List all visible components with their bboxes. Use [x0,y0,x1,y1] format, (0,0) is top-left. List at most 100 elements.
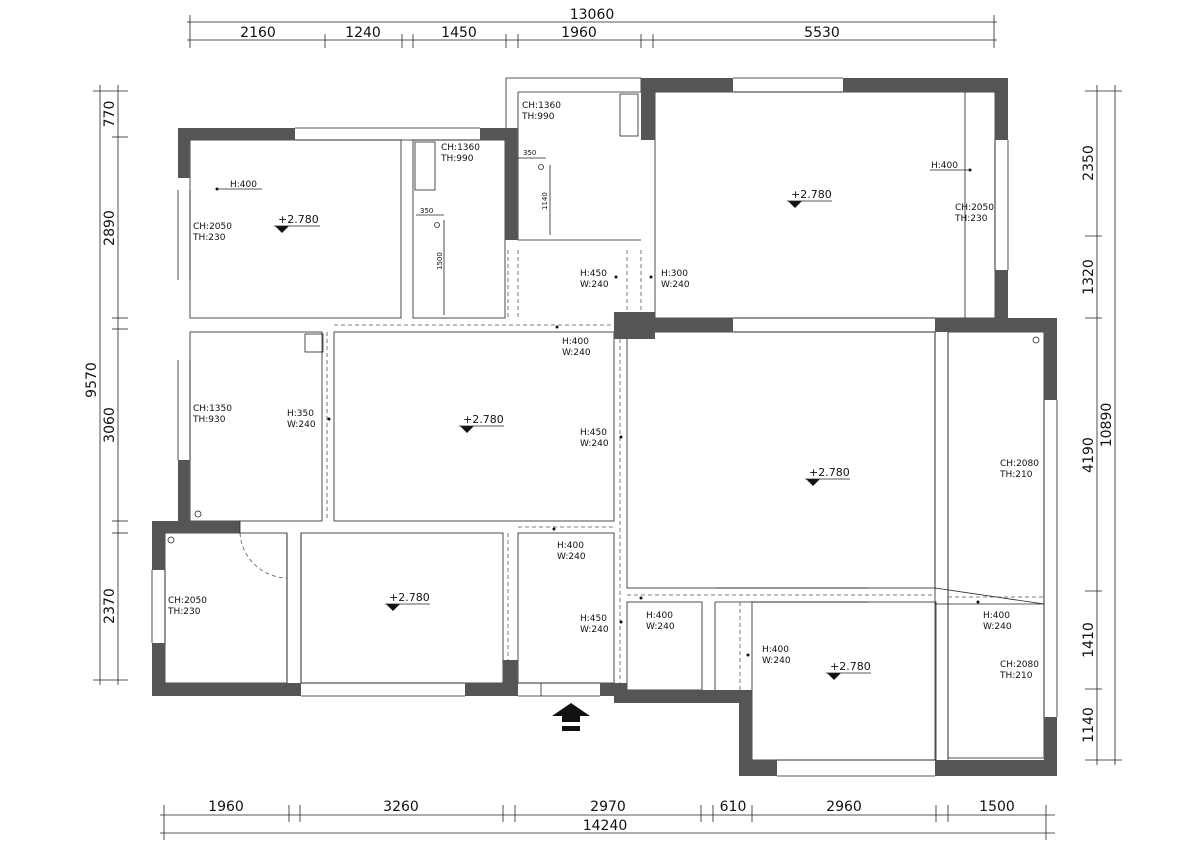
opening-note-w: W:240 [580,280,609,290]
window-note-th: TH:210 [999,671,1033,681]
left-total-dim: 9570 [84,362,100,398]
opening-note-h: H:450 [580,269,607,279]
bottom-dim-3: 2970 [590,799,626,815]
opening-note-w: W:240 [661,280,690,290]
wall-segment [1044,318,1057,400]
bottom-dim-5: 2960 [826,799,862,815]
window-note-ch: CH:1360 [522,101,561,111]
wall-segment [503,660,518,696]
small-dim: 350 [523,149,536,157]
wall-segment [641,78,733,92]
right-total-dim: 10890 [1099,403,1115,448]
window-note-th: TH:230 [954,214,988,224]
right-dim-4: 1410 [1081,622,1097,658]
opening-note-h: H:450 [580,614,607,624]
left-dim-3: 3060 [102,407,118,443]
opening-note-h: H:450 [580,428,607,438]
top-dim-5: 5530 [804,25,840,41]
walls [152,78,1057,776]
elevation-marker-dining: +2.780 [459,413,504,433]
window-note-ch: CH:2050 [955,203,994,213]
wall-segment [614,312,655,339]
left-dim-1: 770 [102,101,118,128]
opening-notes: H:400 H:400 H:450 W:240 H:300 W:240 H:40… [215,161,1012,666]
left-dim-4: 2370 [102,588,118,624]
bottom-dim-2: 3260 [383,799,419,815]
wall-segment [995,78,1008,140]
wall-segment [505,128,518,240]
opening-note-h: H:400 [230,180,257,190]
elevation-label: +2.780 [278,213,319,226]
small-dim: 1140 [541,192,549,210]
elevation-label: +2.780 [830,660,871,673]
wall-segment [995,270,1008,332]
bottom-total-dim: 14240 [583,818,628,834]
wall-segment [739,760,777,776]
opening-note-w: W:240 [762,656,791,666]
wall-segment [843,78,1008,92]
dashed-openings [326,250,1044,690]
elevation-marker-ne: +2.780 [787,188,832,208]
right-dim-5: 1140 [1081,707,1097,743]
top-dim-1: 2160 [240,25,276,41]
top-dimension-lines: 13060 2160 1240 1450 1960 5530 [187,7,997,48]
elevation-marker-living: +2.780 [805,466,850,486]
elevation-markers: +2.780 +2.780 +2.780 +2.780 +2.780 +2.78… [274,188,871,680]
window-note-ch: CH:2080 [1000,660,1039,670]
opening-note-w: W:240 [562,348,591,358]
opening-note-h: H:400 [557,541,584,551]
wall-segment [614,690,752,703]
elevation-label: +2.780 [791,188,832,201]
elevation-label: +2.780 [809,466,850,479]
elevation-label: +2.780 [389,591,430,604]
wall-segment [152,521,240,533]
bottom-dim-4: 610 [720,799,747,815]
wall-segment [641,78,655,140]
opening-note-w: W:240 [646,622,675,632]
opening-note-h: H:350 [287,409,314,419]
opening-note-h: H:400 [931,161,958,171]
elevation-marker-sw: +2.780 [385,591,430,611]
elevation-marker-se: +2.780 [826,660,871,680]
top-dim-2: 1240 [345,25,381,41]
right-dimension-lines: 2350 1320 4190 1410 1140 10890 [1081,85,1122,765]
up-arrow-icon [552,703,590,731]
window-notes: CH:2050 TH:230 CH:1360 TH:990 CH:1360 TH… [167,101,1039,681]
window-note-th: TH:990 [440,154,474,164]
left-dim-2: 2890 [102,210,118,246]
window-note-ch: CH:2050 [193,222,232,232]
opening-note-w: W:240 [580,439,609,449]
opening-note-h: H:400 [562,337,589,347]
window-note-ch: CH:2080 [1000,459,1039,469]
right-dim-1: 2350 [1081,145,1097,181]
wall-segment [178,128,190,178]
wall-segment [739,690,752,776]
bottom-dim-6: 1500 [979,799,1015,815]
wall-segment [178,460,190,521]
opening-note-h: H:300 [661,269,688,279]
bottom-dimension-lines: 1960 3260 2970 610 2960 1500 14240 [160,799,1055,840]
window-note-th: TH:210 [999,470,1033,480]
window-note-ch: CH:1360 [441,143,480,153]
bathroom-small-dims: 350 1500 350 1140 [416,149,551,315]
wall-segment [1044,717,1057,776]
bottom-dim-1: 1960 [208,799,244,815]
wall-segment [178,128,295,140]
elevation-label: +2.780 [463,413,504,426]
door-swing [239,532,288,579]
small-dim: 1500 [436,252,444,270]
opening-note-w: W:240 [983,622,1012,632]
top-dim-4: 1960 [561,25,597,41]
wall-segment [935,318,1057,332]
top-dim-3: 1450 [441,25,477,41]
right-dim-2: 1320 [1081,259,1097,295]
right-dim-3: 4190 [1081,437,1097,473]
wall-segment [152,683,301,696]
small-dim: 350 [420,207,433,215]
window-note-th: TH:230 [192,233,226,243]
top-total-dim: 13060 [570,7,615,23]
opening-note-w: W:240 [557,552,586,562]
fixtures [167,93,1040,544]
left-dimension-lines: 9570 770 2890 3060 2370 [84,85,128,685]
